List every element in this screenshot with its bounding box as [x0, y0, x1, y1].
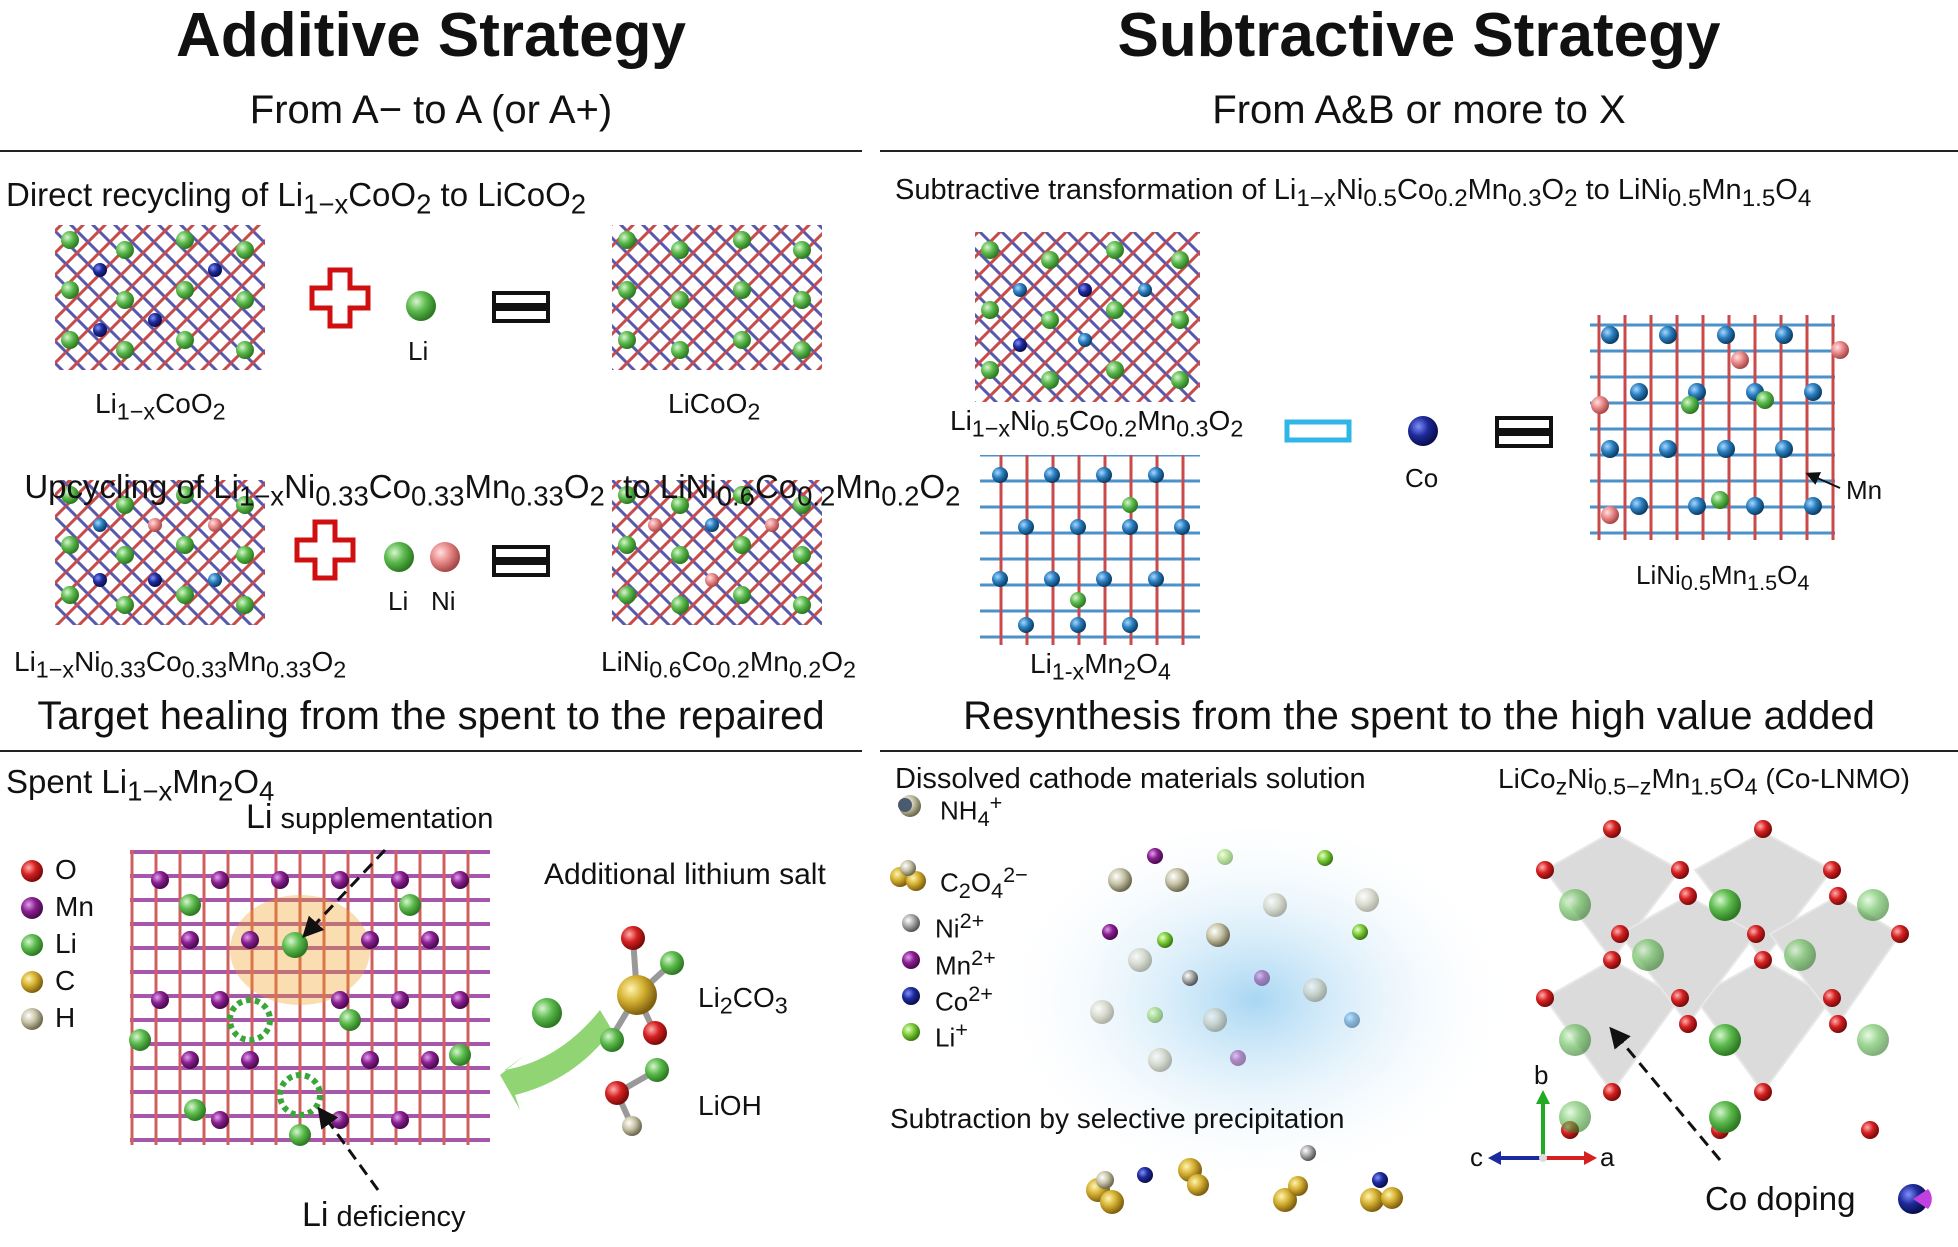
section-subtractive-transformation: Subtractive transformation of Li1−xNi0.5…	[895, 174, 1812, 212]
additive-title: Additive Strategy	[176, 1, 686, 70]
green-arrow-icon	[500, 1010, 612, 1110]
ion-nickel: Ni2+	[935, 908, 985, 944]
dissolved-ions	[1090, 848, 1379, 1072]
label-lmo: Li1-xMn2O4	[1030, 648, 1171, 685]
lithium-atom-icon-2	[384, 542, 414, 572]
free-lithium-atom	[532, 998, 562, 1028]
ion-cobalt: Co2+	[935, 981, 993, 1017]
label-dissolved-solution: Dissolved cathode materials solution	[895, 763, 1366, 795]
label-ncm333: Li1−xNi0.33Co0.33Mn0.33O2	[14, 646, 347, 683]
legend-li: Li	[55, 928, 77, 959]
label-co: Co	[1405, 463, 1439, 493]
equals-icon-3	[1495, 416, 1553, 448]
crystal-ncm622	[612, 480, 822, 625]
plus-icon	[309, 267, 371, 329]
co-doping-icon	[1898, 1184, 1932, 1214]
divider-top-left	[0, 150, 862, 152]
legend-h: H	[55, 1002, 76, 1033]
precipitates	[1086, 1145, 1403, 1214]
label-li-deficiency: Li deficiency	[302, 1196, 466, 1234]
legend-c: C	[55, 965, 76, 996]
label-li2co3: Li2CO3	[698, 982, 788, 1019]
label-licoo2: LiCoO2	[668, 388, 761, 425]
divider-mid-right	[880, 750, 1958, 752]
section-resynthesis: Resynthesis from the spent to the high v…	[963, 694, 1875, 738]
section-direct-recycling: Direct recycling of Li1−xCoO2 to LiCoO2	[6, 176, 587, 220]
axis-label-b: b	[1534, 1060, 1549, 1090]
axis-label-a: a	[1600, 1142, 1615, 1172]
label-mn: Mn	[1846, 475, 1883, 505]
li2co3-molecule-icon	[600, 926, 684, 1052]
label-lnmo: LiNi0.5Mn1.5O4	[1636, 560, 1810, 596]
label-ni: Ni	[431, 586, 456, 616]
ion-ammonium: NH4+	[940, 790, 1003, 831]
ion-legend-swatches	[890, 795, 926, 1041]
crystal-licoo2	[612, 225, 822, 370]
legend-mn: Mn	[55, 891, 94, 922]
label-ncm622: LiNi0.6Co0.2Mn0.2O2	[601, 646, 857, 683]
ion-manganese: Mn2+	[935, 945, 996, 981]
ion-lithium: Li+	[935, 1017, 968, 1053]
label-li1-xcoo2: Li1−xCoO2	[95, 388, 226, 425]
deficiency-arrow	[317, 1106, 380, 1191]
lioh-molecule-icon	[605, 1058, 669, 1136]
section-target-healing: Target healing from the spent to the rep…	[37, 694, 825, 738]
label-additional-lithium-salt: Additional lithium salt	[544, 858, 826, 891]
subtractive-subtitle: From A&B or more to X	[1212, 88, 1626, 132]
section-upcycling: Upcycling of Li1−xNi0.33Co0.33Mn0.33O2 t…	[24, 468, 961, 512]
label-li: Li	[408, 336, 429, 366]
crystal-li1-xcoo2	[55, 225, 265, 370]
plus-icon-2	[294, 519, 356, 581]
legend-swatches	[21, 860, 43, 1030]
label-selective-precipitation: Subtraction by selective precipitation	[890, 1103, 1345, 1134]
label-li-2: Li	[388, 586, 409, 616]
crystal-li1-xncm333	[55, 480, 265, 625]
crystal-spent-lmo	[129, 850, 490, 1146]
axis-label-c: c	[1470, 1142, 1483, 1172]
crystal-lnmo	[1590, 315, 1849, 540]
divider-top-right	[880, 150, 1958, 152]
ion-oxalate: C2O42−	[940, 862, 1028, 903]
label-co-doping: Co doping	[1705, 1180, 1856, 1217]
equals-icon-2	[492, 545, 550, 577]
equals-icon	[492, 291, 550, 323]
cobalt-atom-icon	[1408, 416, 1438, 446]
lithium-atom-icon	[406, 291, 436, 321]
subtractive-title: Subtractive Strategy	[1117, 1, 1721, 70]
label-spent-lmo: Spent Li1−xMn2O4	[6, 763, 275, 807]
label-lioh: LiOH	[698, 1090, 762, 1121]
legend-o: O	[55, 854, 77, 885]
minus-icon	[1284, 419, 1352, 443]
label-ncm523: Li1−xNi0.5Co0.2Mn0.3O2	[950, 405, 1244, 442]
divider-mid-left	[0, 750, 862, 752]
solution-halo	[995, 810, 1515, 1190]
label-co-lnmo: LiCozNi0.5−zMn1.5O4 (Co-LNMO)	[1498, 763, 1910, 800]
crystal-ncm523	[975, 232, 1200, 402]
crystal-lmo	[980, 455, 1200, 645]
crystal-co-lnmo	[1536, 820, 1909, 1161]
nickel-atom-icon	[430, 542, 460, 572]
supplementation-arrow	[302, 848, 387, 939]
additive-subtitle: From A− to A (or A+)	[249, 88, 613, 132]
axes-icon	[1488, 1090, 1597, 1165]
label-li-supplementation: Li supplementation	[246, 798, 494, 836]
